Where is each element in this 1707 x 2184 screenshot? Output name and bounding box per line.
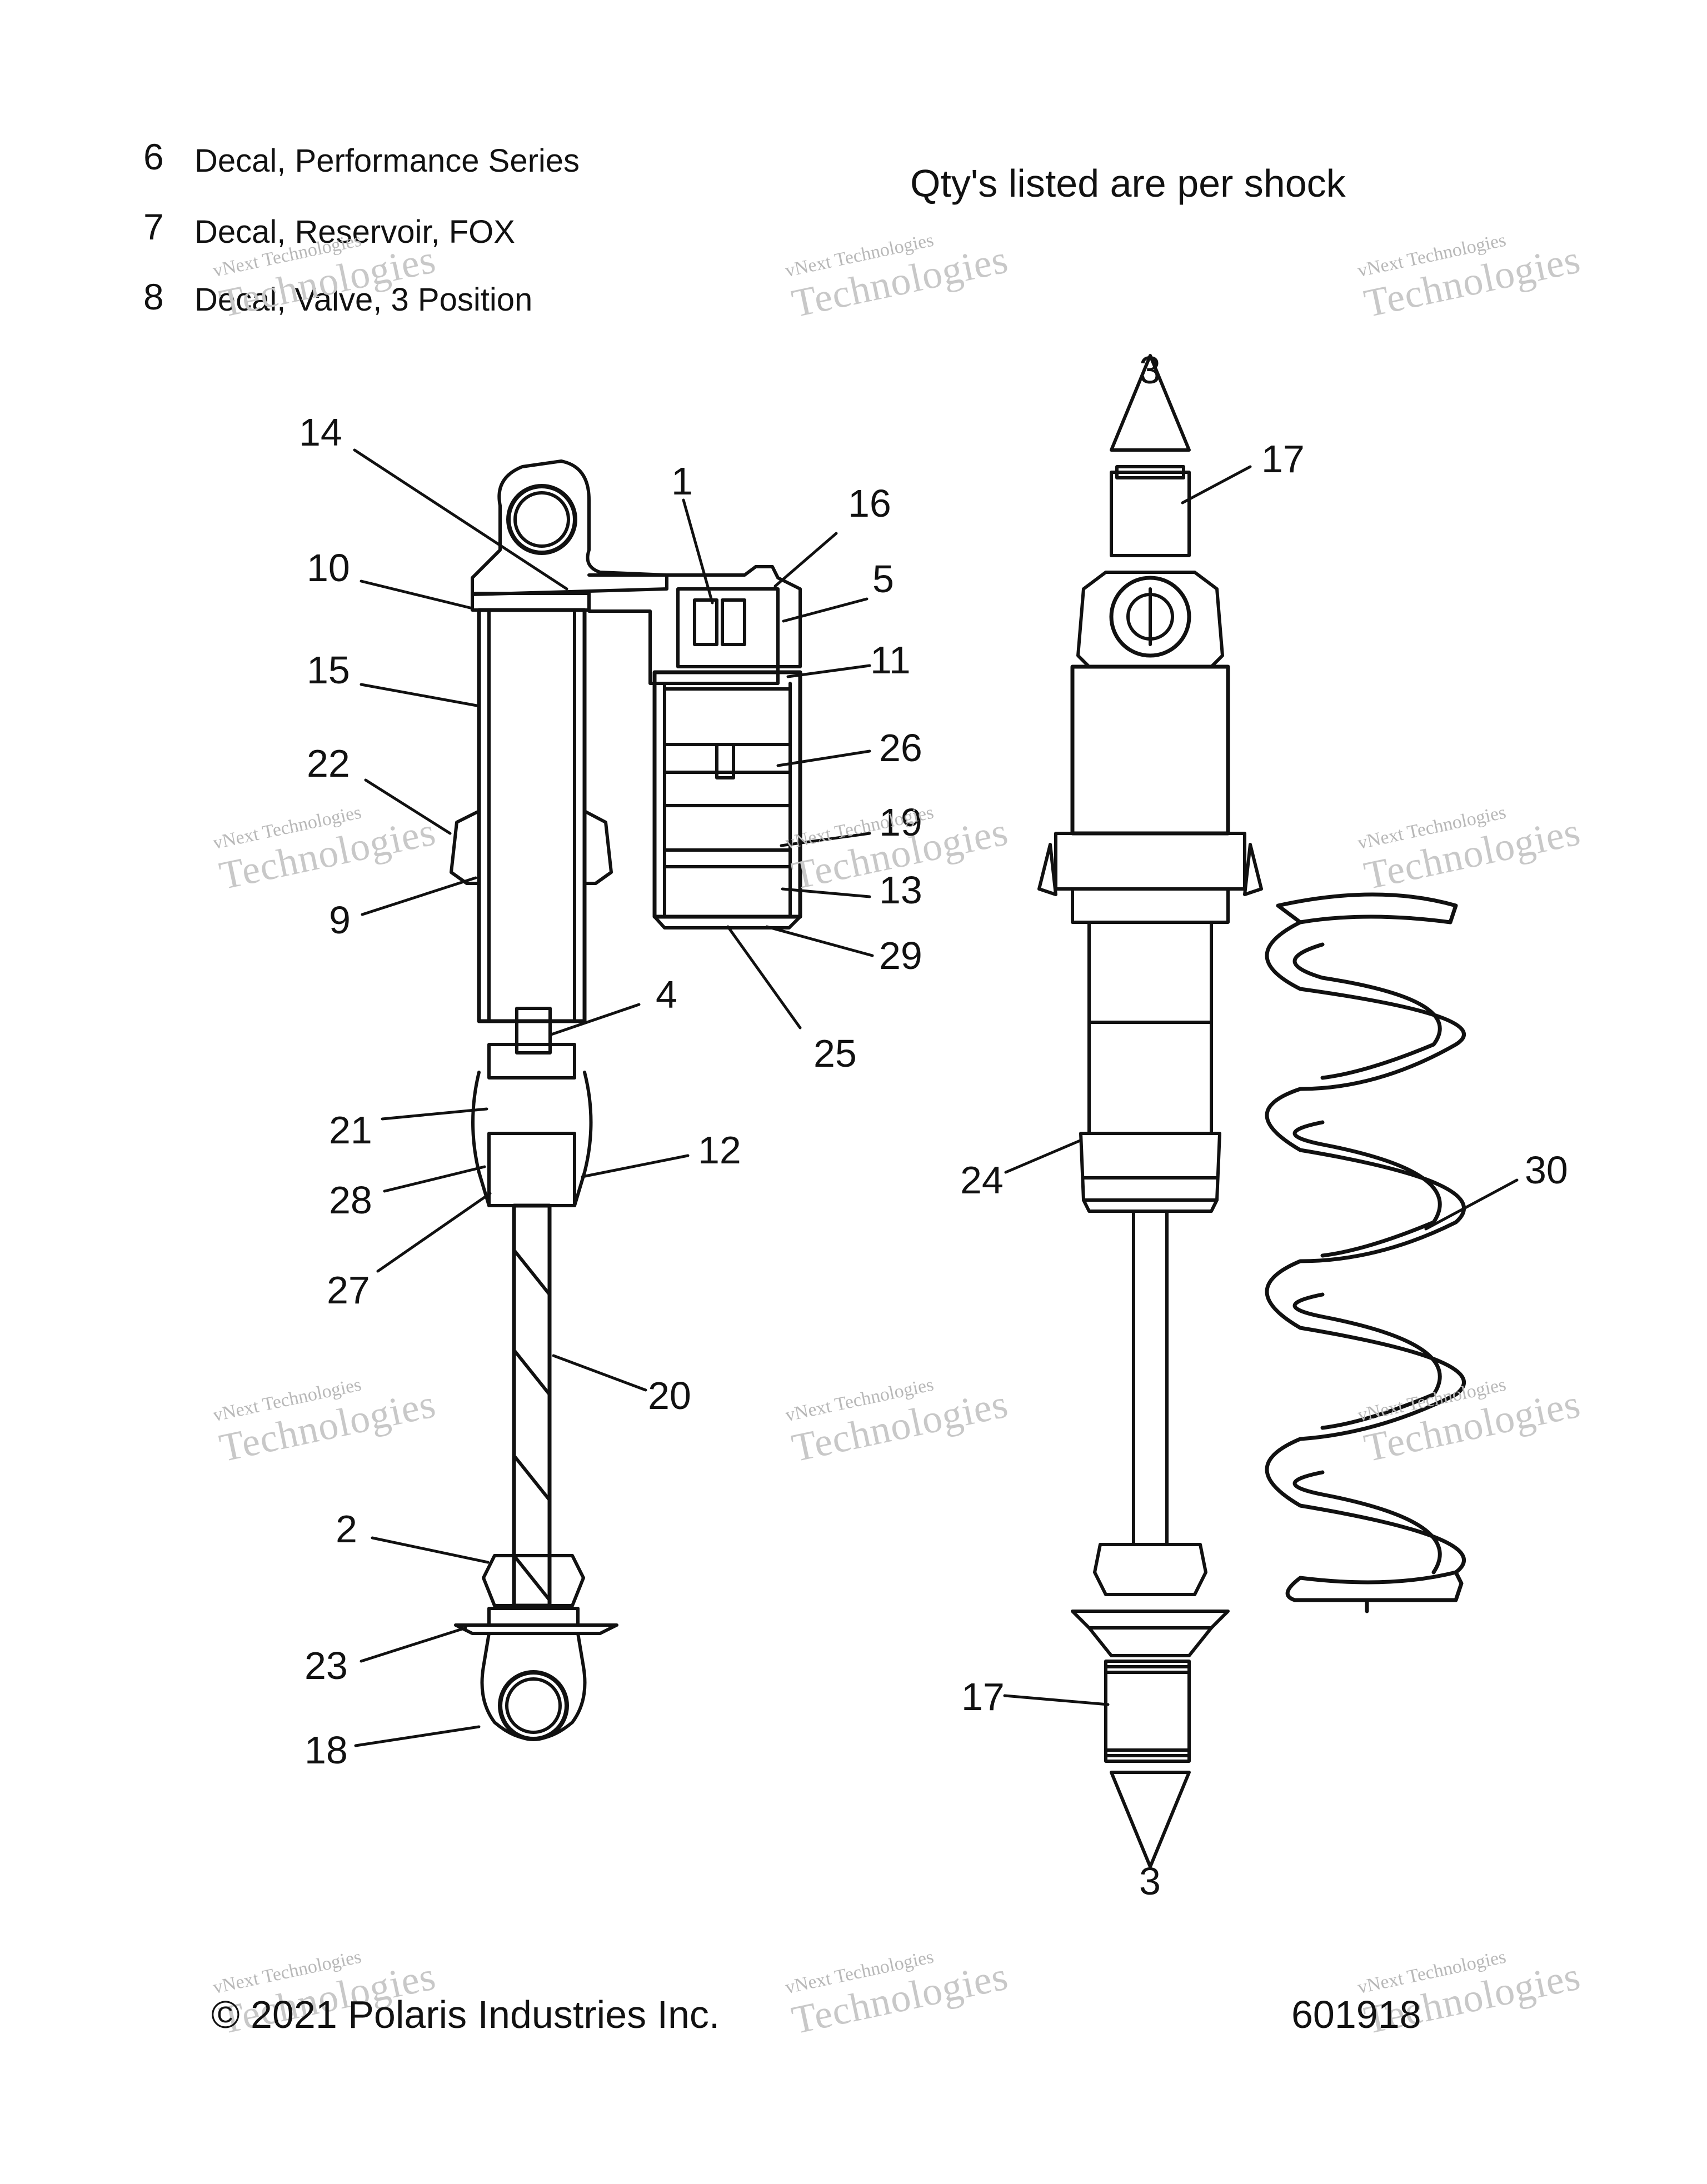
callout-4: 4 [656,973,677,1016]
callout-25: 25 [813,1032,857,1075]
callout-10: 10 [307,546,350,589]
callout-16: 16 [848,482,891,525]
callout-23: 23 [305,1644,348,1687]
callout-5: 5 [872,557,894,601]
callout-3-top: 3 [1139,348,1161,392]
reservoir-cutaway [587,565,802,929]
right-shock-exterior [1037,354,1263,1868]
legend-text-7: Decal, Reservoir, FOX [194,214,515,250]
qty-note: Qty's listed are per shock [910,162,1346,205]
callout-1: 1 [671,459,693,503]
callout-11: 11 [870,638,911,682]
callout-15: 15 [307,648,350,692]
legend-text-8: Decal, Valve, 3 Position [194,282,533,318]
callout-19: 19 [879,801,922,844]
callout-28: 28 [329,1178,372,1222]
callout-24: 24 [960,1158,1004,1202]
legend-number-6: 6 [143,136,164,177]
callout-9: 9 [329,898,351,942]
callout-12: 12 [698,1128,741,1172]
legend-text-6: Decal, Performance Series [194,143,580,179]
callout-3-bottom: 3 [1139,1860,1161,1903]
callout-21: 21 [329,1108,372,1152]
left-shock-cutaway [450,459,668,1741]
callout-17-top: 17 [1261,437,1305,481]
callout-29: 29 [879,934,922,977]
callout-2: 2 [336,1507,357,1551]
callout-27: 27 [327,1268,370,1312]
callout-26: 26 [879,726,922,769]
callout-13: 13 [879,868,922,912]
callout-14: 14 [299,411,342,454]
legend-number-8: 8 [143,276,164,317]
figure-id: 601918 [1291,1993,1421,2036]
callout-20: 20 [648,1374,691,1417]
callout-22: 22 [307,742,350,785]
legend-number-7: 7 [143,206,164,247]
callout-30: 30 [1525,1148,1568,1192]
callout-18: 18 [305,1728,348,1772]
copyright: © 2021 Polaris Industries Inc. [211,1993,720,2036]
leader-lines [353,448,1519,1747]
callout-17-bottom: 17 [961,1675,1005,1718]
coil-spring [1265,892,1466,1613]
